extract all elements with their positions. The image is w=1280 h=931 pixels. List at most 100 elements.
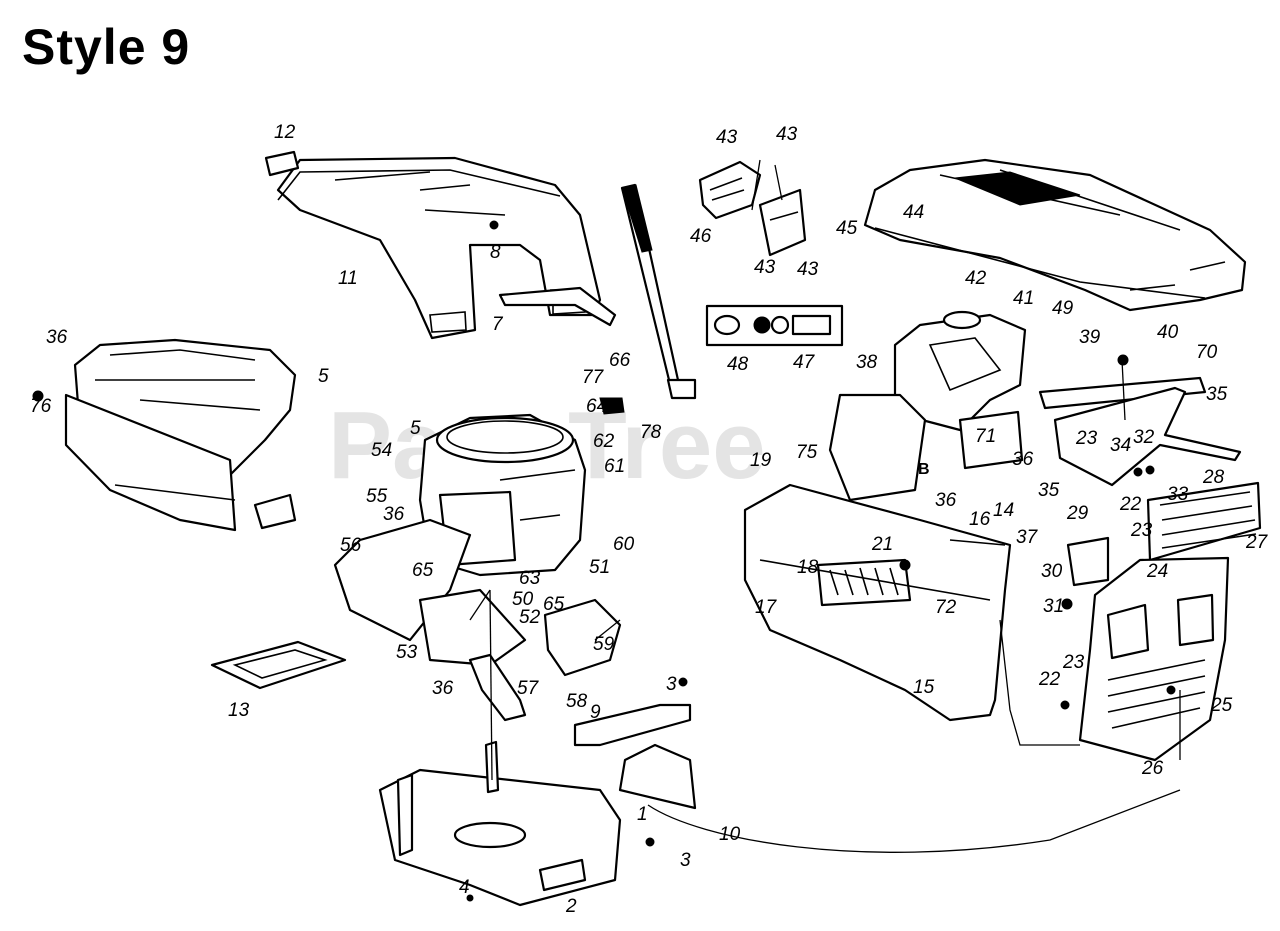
part-label-2: 2 — [565, 896, 577, 917]
bracket-58 — [543, 598, 622, 677]
part-label-13: 13 — [228, 700, 250, 721]
part-label-66: 66 — [609, 350, 631, 371]
dash-panel — [276, 156, 602, 340]
gas-cap-42 — [942, 310, 982, 330]
part-label-54: 54 — [371, 440, 392, 461]
part-label-65: 65 — [543, 594, 565, 615]
front-panel — [743, 483, 1012, 722]
diagram-title: Style 9 — [22, 19, 191, 75]
part-label-29: 29 — [1066, 503, 1089, 524]
part-label-61: 61 — [604, 456, 625, 477]
part-label-43: 43 — [754, 257, 776, 278]
part-label-51: 51 — [589, 557, 610, 578]
part-label-45: 45 — [836, 218, 858, 239]
bracket-10 — [618, 743, 697, 810]
part-label-8: 8 — [490, 242, 501, 263]
part-label-4: 4 — [459, 877, 470, 898]
part-label-42: 42 — [965, 268, 987, 289]
part-label-10: 10 — [719, 824, 741, 845]
part-label-3: 3 — [666, 674, 677, 695]
steering-shaft — [620, 183, 697, 400]
part-label-36: 36 — [46, 327, 68, 348]
floor-mat-13 — [210, 640, 347, 690]
marker-b: B — [918, 461, 930, 478]
part-label-59: 59 — [593, 634, 615, 655]
part-label-39: 39 — [1079, 327, 1101, 348]
part-label-78: 78 — [640, 422, 662, 443]
part-label-22: 22 — [1119, 494, 1142, 515]
steering-linkage — [498, 286, 625, 415]
part-label-43: 43 — [797, 259, 819, 280]
part-label-3: 3 — [680, 850, 691, 871]
rod-assembly — [1038, 359, 1242, 487]
dash-tower: B — [828, 313, 1027, 502]
guide-lines — [469, 589, 1181, 853]
part-label-5: 5 — [410, 418, 421, 439]
part-label-38: 38 — [856, 352, 878, 373]
part-label-36: 36 — [383, 504, 405, 525]
part-label-36: 36 — [935, 490, 957, 511]
part-label-11: 11 — [338, 268, 358, 289]
part-label-35: 35 — [1206, 384, 1228, 405]
part-label-23: 23 — [1075, 428, 1098, 449]
part-label-52: 52 — [519, 607, 541, 628]
part-label-18: 18 — [797, 557, 819, 578]
muffler-57 — [468, 653, 527, 722]
part-label-49: 49 — [1052, 298, 1074, 319]
part-label-76: 76 — [30, 396, 52, 417]
part-label-30: 30 — [1041, 561, 1063, 582]
part-label-40: 40 — [1157, 322, 1179, 343]
part-label-65: 65 — [412, 560, 434, 581]
part-label-35: 35 — [1038, 480, 1060, 501]
part-label-15: 15 — [913, 677, 935, 698]
part-label-12: 12 — [274, 122, 296, 143]
part-label-14: 14 — [993, 500, 1014, 521]
control-brackets — [698, 159, 807, 257]
hood — [863, 158, 1247, 312]
part-label-28: 28 — [1202, 467, 1225, 488]
part-label-43: 43 — [716, 127, 738, 148]
part-label-31: 31 — [1043, 596, 1064, 617]
part-label-75: 75 — [796, 442, 818, 463]
part-label-53: 53 — [396, 642, 418, 663]
engine-left — [64, 338, 297, 532]
part-label-23: 23 — [1062, 652, 1085, 673]
part-label-7: 7 — [492, 314, 504, 335]
part-label-72: 72 — [935, 597, 957, 618]
bracket-9 — [573, 703, 692, 747]
part-label-48: 48 — [727, 354, 749, 375]
part-label-25: 25 — [1210, 695, 1233, 716]
part-label-77: 77 — [582, 367, 605, 388]
part-label-33: 33 — [1167, 484, 1189, 505]
part-label-23: 23 — [1130, 520, 1153, 541]
part-label-57: 57 — [517, 678, 540, 699]
hardware — [32, 220, 1176, 902]
knob-12 — [264, 150, 300, 177]
grille-28 — [1146, 481, 1262, 562]
frame — [378, 589, 622, 907]
part-label-1: 1 — [637, 804, 648, 825]
part-label-47: 47 — [793, 352, 816, 373]
part-label-55: 55 — [366, 486, 388, 507]
part-label-64: 64 — [586, 396, 607, 417]
part-label-36: 36 — [1012, 449, 1034, 470]
part-label-16: 16 — [969, 509, 991, 530]
part-label-71: 71 — [975, 426, 996, 447]
part-label-26: 26 — [1141, 758, 1164, 779]
part-label-70: 70 — [1196, 342, 1218, 363]
part-label-22: 22 — [1038, 669, 1061, 690]
part-label-50: 50 — [512, 589, 534, 610]
part-label-44: 44 — [903, 202, 924, 223]
part-label-60: 60 — [613, 534, 635, 555]
bracket-29 — [1066, 536, 1110, 587]
part-label-46: 46 — [690, 226, 712, 247]
part-label-36: 36 — [432, 678, 454, 699]
part-label-24: 24 — [1146, 561, 1168, 582]
part-label-9: 9 — [590, 702, 601, 723]
part-label-17: 17 — [755, 597, 778, 618]
part-label-41: 41 — [1013, 288, 1034, 309]
part-label-58: 58 — [566, 691, 588, 712]
engine-mount-56 — [333, 518, 527, 667]
